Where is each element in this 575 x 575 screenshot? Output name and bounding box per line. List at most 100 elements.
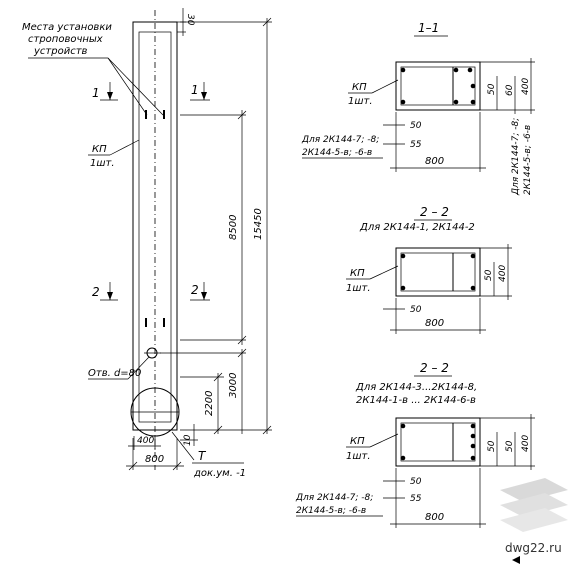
leader-line	[171, 431, 195, 461]
section-2a-kp: КП	[350, 268, 365, 279]
dim-tick	[213, 425, 223, 435]
section-2b-note-2: 2К144-5-в; -6-в	[296, 506, 366, 516]
section-2b-title: 2 – 2	[420, 361, 449, 375]
section-1-inner	[400, 66, 476, 106]
section-2a-sub: Для 2К144-1, 2К144-2	[359, 222, 475, 233]
dim-tick	[128, 461, 138, 471]
rebar-dot	[400, 253, 406, 259]
leader-line	[107, 57, 164, 116]
section-1-outline	[395, 61, 481, 111]
section-2a-outline	[395, 247, 481, 297]
rebar-dot	[400, 285, 406, 291]
leader-line	[369, 265, 399, 280]
t-label: Т	[198, 449, 207, 463]
rebar-dot	[453, 99, 459, 105]
section-1-vert-note-2: 2К144-5-в; -6-в	[523, 125, 533, 195]
dim-tick	[262, 425, 272, 435]
section-2-2-a: 2 – 2 Для 2К144-1, 2К144-2 КП 1шт. 400 5…	[346, 205, 512, 334]
kp-qty: 1шт.	[90, 158, 115, 169]
dim-tick	[262, 17, 272, 27]
section-1-title: 1–1	[418, 21, 439, 35]
section-2b-kp: КП	[350, 436, 365, 447]
dim-8500-label: 8500	[228, 215, 239, 240]
dim-top-label: 30	[185, 14, 195, 26]
section-2a-qty: 1шт.	[346, 283, 371, 294]
leader-line	[371, 79, 399, 94]
section-1-vert-note-1: Для 2К144-7; -8;	[511, 118, 521, 196]
dim-tick	[237, 335, 247, 345]
dim-15450-label: 15450	[253, 208, 264, 240]
leader-line	[107, 57, 148, 116]
lift-label-line3: устройств	[33, 46, 88, 57]
section-1-dim-60: 60	[505, 84, 515, 96]
arrow-head	[107, 92, 113, 100]
section-2b-dim-50: 50	[410, 477, 422, 487]
section-1-dim-55: 55	[410, 140, 422, 150]
section-mark-1-right: 1	[191, 83, 199, 97]
section-1-note-1: Для 2К144-7; -8;	[301, 135, 379, 145]
rebar-dot	[400, 455, 406, 461]
section-1-qty: 1шт.	[348, 96, 373, 107]
section-mark-2-left: 2	[92, 285, 100, 299]
dim-tick	[213, 372, 223, 382]
section-2a-title: 2 – 2	[420, 205, 449, 219]
dim-10-label: 10	[183, 434, 193, 446]
dim-tick	[237, 110, 247, 120]
section-2b-note-1: Для 2К144-7; -8;	[295, 493, 373, 503]
section-1-dim-800: 800	[425, 156, 444, 167]
section-2b-outline	[395, 417, 481, 467]
rebar-dot	[400, 67, 406, 73]
section-1-1: 1–1 КП 1шт. 400 60 50 50 55 800 Для	[301, 21, 535, 196]
section-2b-sub-2: 2К144-1-в ... 2К144-6-в	[356, 395, 476, 406]
watermark-text: dwg22.ru	[505, 541, 562, 555]
section-2a-dim-400: 400	[498, 265, 508, 282]
doc-label: док.ум. -1	[193, 468, 246, 479]
column-elevation: 30 Места установки строповочных устройст…	[22, 8, 272, 479]
rebar-dot	[470, 253, 476, 259]
section-mark-2-right: 2	[191, 283, 199, 297]
section-2-2-b: 2 – 2 Для 2К144-3...2К144-8, 2К144-1-в .…	[295, 361, 535, 528]
watermark-logo	[500, 478, 568, 532]
dim-2200-label: 2200	[204, 391, 215, 416]
section-2b-sub-1: Для 2К144-3...2К144-8,	[355, 382, 477, 393]
leader-line	[369, 433, 399, 448]
logo-layer	[500, 493, 568, 517]
dim-tick	[172, 461, 182, 471]
leader-line	[127, 356, 150, 380]
dim-400-label: 400	[137, 436, 154, 446]
section-1-dim-50-side: 50	[487, 83, 497, 95]
lift-label-line2: строповочных	[28, 34, 103, 45]
kp-label: КП	[92, 144, 107, 155]
section-2b-dim-50-side: 50	[487, 440, 497, 452]
section-2b-dim-55: 55	[410, 494, 422, 504]
watermark-arrow-icon	[512, 556, 520, 564]
hole-label: Отв. d=80	[88, 368, 141, 379]
arrow-head	[107, 292, 113, 300]
rebar-dot	[400, 423, 406, 429]
rebar-dot	[470, 423, 476, 429]
section-2a-inner	[400, 252, 476, 292]
arrow-head	[201, 292, 207, 300]
rebar-dot	[470, 83, 476, 89]
section-1-note-2: 2К144-5-в; -6-в	[302, 148, 372, 158]
section-2b-qty: 1шт.	[346, 451, 371, 462]
arrow-head	[201, 92, 207, 100]
section-1-dim-400: 400	[521, 78, 531, 95]
rebar-dot	[453, 67, 459, 73]
logo-layer	[500, 508, 568, 532]
section-1-kp: КП	[352, 82, 367, 93]
dim-tick	[237, 348, 247, 358]
section-2b-dim-400: 400	[521, 435, 531, 452]
section-2a-dim-50: 50	[410, 305, 422, 315]
section-1-dim-50: 50	[410, 121, 422, 131]
dim-3000-label: 3000	[228, 373, 239, 398]
section-mark-1-left: 1	[92, 86, 100, 100]
section-2a-dim-800: 800	[425, 318, 444, 329]
dim-800-label: 800	[145, 454, 164, 465]
rebar-dot	[470, 455, 476, 461]
section-2a-dim-50-side: 50	[484, 269, 494, 281]
rebar-dot	[467, 67, 473, 73]
rebar-dot	[400, 99, 406, 105]
leader-line	[109, 139, 140, 156]
